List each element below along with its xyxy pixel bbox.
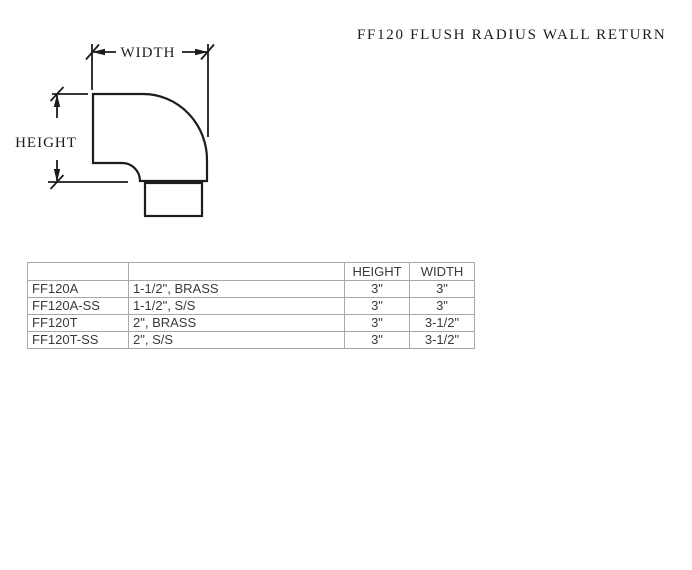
cell-part-number: FF120T — [27, 314, 129, 332]
height-dimension: HEIGHT — [15, 86, 128, 190]
spec-table-header-row: HEIGHT WIDTH — [27, 262, 475, 281]
page-title: FF120 FLUSH RADIUS WALL RETURN — [357, 27, 667, 43]
cell-width: 3" — [409, 280, 475, 298]
elbow-body-outline — [91, 92, 209, 183]
width-tick-right — [200, 43, 215, 61]
height-arrowhead-top — [53, 94, 61, 107]
cell-part-number: FF120A — [27, 280, 129, 298]
width-dimension-label: WIDTH — [121, 45, 176, 61]
cell-height: 3" — [344, 314, 410, 332]
table-row: FF120T-SS 2", S/S 3" 3-1/2" — [27, 331, 475, 349]
height-tick-bottom — [49, 174, 65, 190]
cell-part-number: FF120T-SS — [27, 331, 129, 349]
table-row: FF120T 2", BRASS 3" 3-1/2" — [27, 314, 475, 332]
cell-width: 3-1/2" — [409, 314, 475, 332]
table-row: FF120A-SS 1-1/2", S/S 3" 3" — [27, 297, 475, 315]
cell-height: 3" — [344, 331, 410, 349]
height-arrowhead-bottom — [53, 169, 61, 182]
width-dimension: WIDTH — [85, 43, 215, 137]
width-arrowhead-left — [92, 48, 105, 56]
cell-description: 1-1/2", S/S — [128, 297, 345, 315]
header-cell-height: HEIGHT — [344, 262, 410, 281]
cell-description: 2", BRASS — [128, 314, 345, 332]
elbow-fitting-outline — [91, 92, 209, 218]
header-cell-part-blank — [27, 262, 129, 281]
cell-part-number: FF120A-SS — [27, 297, 129, 315]
width-arrowhead-right — [195, 48, 208, 56]
height-dimension-label: HEIGHT — [15, 135, 77, 151]
cell-width: 3" — [409, 297, 475, 315]
header-cell-width: WIDTH — [409, 262, 475, 281]
cell-height: 3" — [344, 280, 410, 298]
cell-description: 2", S/S — [128, 331, 345, 349]
cell-width: 3-1/2" — [409, 331, 475, 349]
height-tick-top — [49, 86, 65, 102]
header-cell-desc-blank — [128, 262, 345, 281]
fitting-dimension-diagram: WIDTH HEIGHT — [15, 43, 215, 218]
fitting-tang — [143, 181, 204, 218]
spec-table: HEIGHT WIDTH FF120A 1-1/2", BRASS 3" 3" … — [27, 262, 475, 349]
cell-description: 1-1/2", BRASS — [128, 280, 345, 298]
width-tick-left — [85, 43, 100, 61]
table-row: FF120A 1-1/2", BRASS 3" 3" — [27, 280, 475, 298]
cell-height: 3" — [344, 297, 410, 315]
